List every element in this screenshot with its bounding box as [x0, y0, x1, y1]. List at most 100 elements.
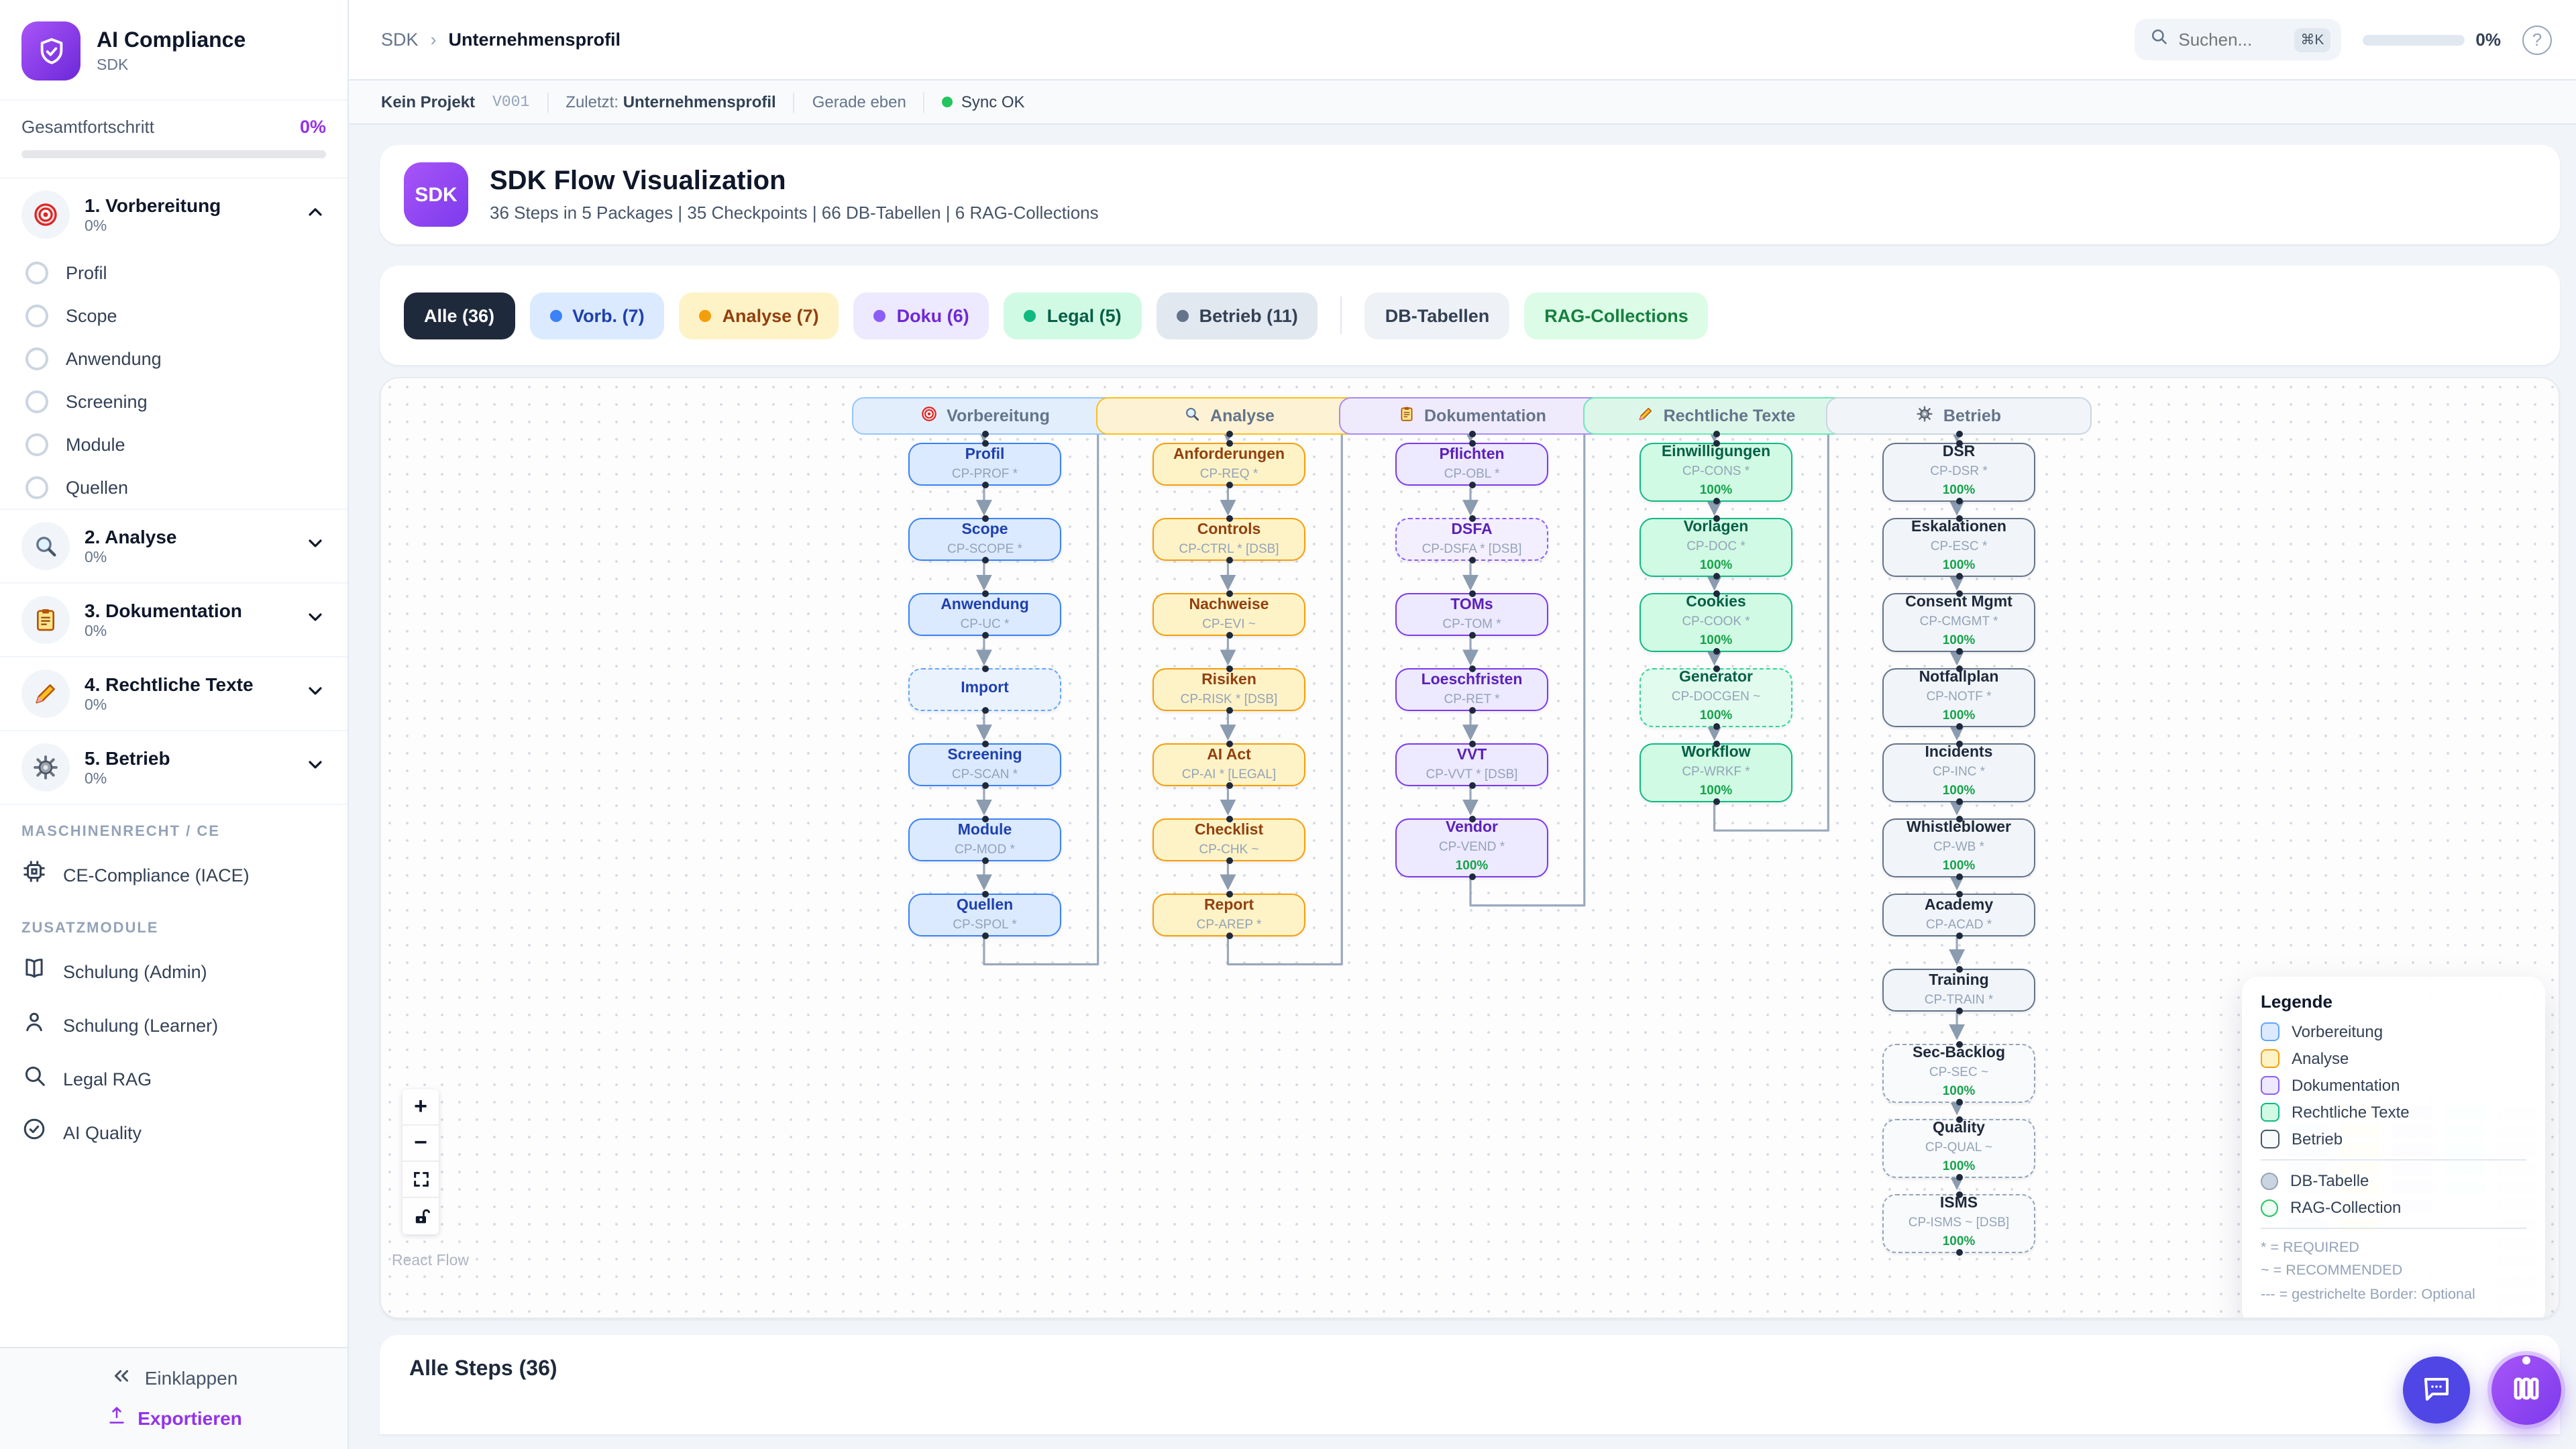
- legend-item-rag-collection: RAG-Collection: [2261, 1198, 2526, 1217]
- help-button[interactable]: ?: [2522, 25, 2552, 54]
- breadcrumb-sdk[interactable]: SDK: [381, 30, 419, 50]
- sidebar-item-quellen[interactable]: Quellen: [0, 466, 347, 508]
- section-label: 3. Dokumentation: [85, 599, 242, 621]
- kanban-view-button[interactable]: [2491, 1355, 2561, 1425]
- search-box[interactable]: ⌘K: [2134, 19, 2342, 60]
- filter-chip-analyse-7[interactable]: Analyse (7): [679, 292, 839, 339]
- filter-chip-doku-6[interactable]: Doku (6): [853, 292, 989, 339]
- sidebar-item-module[interactable]: Module: [0, 423, 347, 466]
- sidebar-item-schulung-learner[interactable]: Schulung (Learner): [0, 998, 347, 1052]
- flow-node-title: Vendor: [1446, 819, 1498, 836]
- flow-node-code: CP-AI * [LEGAL]: [1181, 767, 1277, 783]
- flow-node-code: CP-WRKF *: [1682, 765, 1750, 780]
- flow-node-import[interactable]: Import: [908, 665, 1061, 714]
- filter-chip-rag-collections[interactable]: RAG-Collections: [1524, 292, 1709, 339]
- magnifier-icon: [1183, 405, 1201, 427]
- filter-chip-alle-36[interactable]: Alle (36): [404, 292, 515, 339]
- filter-chip-vorb-7[interactable]: Vorb. (7): [529, 292, 665, 339]
- flow-node-title: Risiken: [1201, 672, 1256, 688]
- flow-node-title: DSR: [1942, 443, 1976, 460]
- filter-chip-label: Analyse (7): [722, 305, 819, 325]
- flow-node-code: CP-SEC ~: [1929, 1065, 1989, 1081]
- search-input[interactable]: [2178, 30, 2284, 50]
- sidebar-item-ai-quality[interactable]: AI Quality: [0, 1106, 347, 1159]
- zoom-in-button[interactable]: +: [402, 1089, 439, 1126]
- flow-node-progress-value: 100%: [1942, 1159, 1976, 1175]
- status-circle-icon: [25, 261, 48, 284]
- flow-node-code: CP-SPOL *: [953, 918, 1017, 933]
- sdk-badge: SDK: [404, 162, 468, 227]
- export-button[interactable]: Exportieren: [105, 1405, 242, 1430]
- sidebar-item-anwendung[interactable]: Anwendung: [0, 337, 347, 380]
- sidebar-group-maschinenrecht: CE-Compliance (IACE): [0, 848, 347, 902]
- overall-progress-bar: [21, 150, 326, 158]
- divider: [2261, 1159, 2526, 1161]
- sidebar-item-scope[interactable]: Scope: [0, 294, 347, 337]
- sidebar-item-label: Scope: [66, 305, 117, 325]
- filter-chip-legal-5[interactable]: Legal (5): [1004, 292, 1142, 339]
- flow-column-label: Dokumentation: [1424, 407, 1546, 425]
- filter-chip-db-tabellen[interactable]: DB-Tabellen: [1364, 292, 1510, 339]
- sidebar-group-label-maschinenrecht: MASCHINENRECHT / CE: [21, 824, 220, 840]
- collapse-sidebar-button[interactable]: Einklappen: [110, 1364, 237, 1391]
- sidebar-item-legal-rag[interactable]: Legal RAG: [0, 1052, 347, 1106]
- section-label: 1. Vorbereitung: [85, 194, 221, 216]
- lock-button[interactable]: [402, 1198, 439, 1234]
- filter-chip-betrieb-11[interactable]: Betrieb (11): [1156, 292, 1318, 339]
- sidebar-item-schulung-admin[interactable]: Schulung (Admin): [0, 945, 347, 998]
- sidebar-item-ce-compliance-iace[interactable]: CE-Compliance (IACE): [0, 848, 347, 902]
- fit-view-button[interactable]: [402, 1162, 439, 1198]
- flow-node-title: Whistleblower: [1907, 819, 2011, 836]
- section-progress: 0%: [85, 698, 107, 714]
- flow-node-code: CP-CONS *: [1682, 464, 1750, 480]
- filter-chip-label: DB-Tabellen: [1385, 305, 1490, 325]
- zoom-out-button[interactable]: −: [402, 1126, 439, 1162]
- sidebar-item-screening[interactable]: Screening: [0, 380, 347, 423]
- sidebar-item-profil[interactable]: Profil: [0, 251, 347, 294]
- status-circle-icon: [25, 304, 48, 327]
- chat-button[interactable]: [2403, 1356, 2470, 1424]
